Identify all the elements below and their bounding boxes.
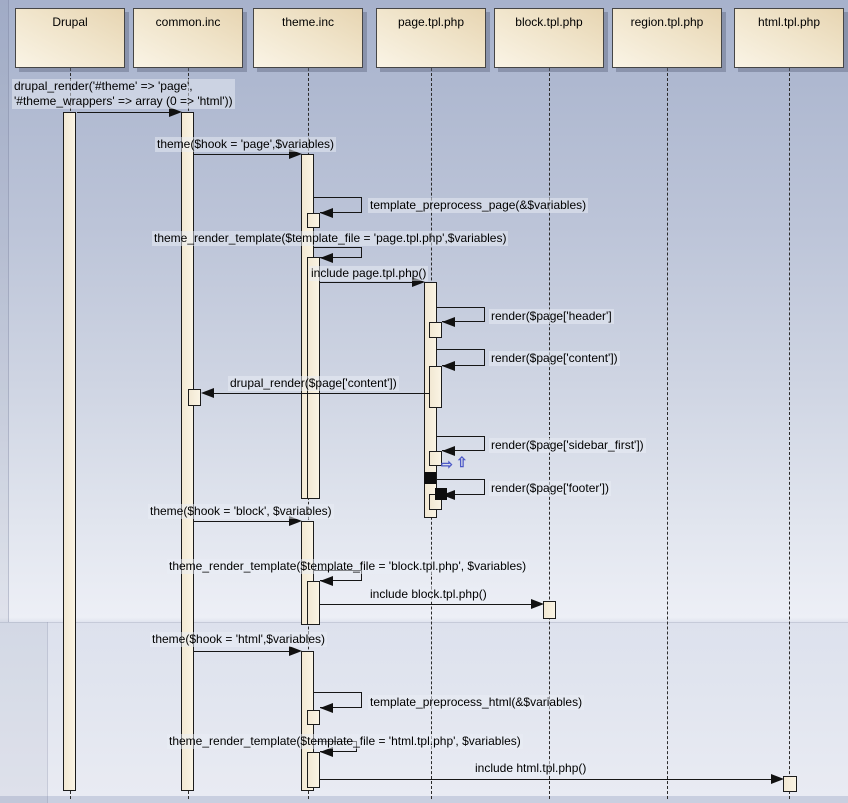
message-theme-page-label[interactable]: theme($hook = 'page',$variables) (155, 137, 337, 152)
message-drupal-render-content-line[interactable] (212, 393, 429, 394)
message-include-block-arrowhead-icon (531, 599, 544, 609)
lifeline-block-tpl-php (549, 68, 550, 799)
message-render-footer-loop[interactable] (442, 479, 485, 495)
message-include-block-line[interactable] (320, 604, 532, 605)
selection-handle[interactable] (435, 488, 447, 500)
message-include-html-arrowhead-icon (771, 774, 784, 784)
lifeline-title-block-tpl-php: block.tpl.php (515, 15, 583, 29)
message-render-sidebar-first-loop[interactable] (442, 436, 485, 451)
message-drupal-render-page-label[interactable]: drupal_render('#theme' => 'page', '#them… (12, 79, 235, 109)
message-render-template-html-label[interactable]: theme_render_template($template_file = '… (167, 734, 523, 749)
message-drupal-render-content-label[interactable]: drupal_render($page['content']) (228, 376, 399, 391)
html-tpl-activation[interactable] (783, 776, 797, 792)
message-render-sidebar-first-arrowhead-icon (442, 446, 455, 456)
message-render-footer-loop-start (437, 479, 442, 480)
message-render-content-label[interactable]: render($page['content']) (489, 351, 620, 366)
message-render-template-page-loop-start (314, 247, 320, 248)
message-preprocess-html-arrowhead-icon (320, 703, 333, 713)
message-render-footer-arrowhead-icon (442, 490, 455, 500)
message-theme-html-arrowhead-icon (289, 646, 302, 656)
lifeline-title-html-tpl-php: html.tpl.php (757, 15, 821, 29)
message-render-header-loop[interactable] (442, 307, 485, 322)
lifeline-region-tpl-php (667, 68, 668, 799)
page-margin-left-bottom (0, 622, 48, 803)
message-render-header-label[interactable]: render($page['header'] (489, 309, 614, 324)
message-drupal-render-content-arrowhead-icon (201, 388, 214, 398)
message-drupal-render-page-arrowhead-icon (169, 107, 182, 117)
message-render-header-arrowhead-icon (442, 317, 455, 327)
lifeline-title-common-inc: common.inc (155, 15, 221, 29)
theme-preprocess-html-activation[interactable] (307, 710, 320, 725)
selection-handle[interactable] (424, 472, 436, 484)
lifeline-title-page-tpl-php: page.tpl.php (397, 15, 465, 29)
message-theme-page-line[interactable] (194, 154, 290, 155)
message-include-html-label[interactable]: include html.tpl.php() (473, 761, 589, 776)
message-include-page-label[interactable]: include page.tpl.php() (309, 266, 429, 281)
lifeline-head-page-tpl-php[interactable]: page.tpl.php (376, 8, 486, 68)
message-theme-block-arrowhead-icon (289, 516, 302, 526)
block-tpl-activation[interactable] (543, 601, 556, 619)
theme-preprocess-page-activation[interactable] (307, 213, 320, 228)
lifeline-html-tpl-php (789, 68, 790, 799)
theme-render-template-block-activation[interactable] (307, 581, 320, 625)
message-render-sidebar-first-label[interactable]: render($page['sidebar_first']) (489, 438, 646, 453)
common-activation[interactable] (181, 112, 194, 791)
lifeline-title-drupal: Drupal (52, 15, 88, 29)
message-theme-html-line[interactable] (194, 651, 290, 652)
message-theme-block-label[interactable]: theme($hook = 'block', $variables) (148, 504, 334, 519)
message-render-template-page-loop[interactable] (320, 247, 362, 258)
message-preprocess-page-loop[interactable] (320, 197, 362, 213)
message-render-template-block-label[interactable]: theme_render_template($template_file = '… (167, 559, 529, 574)
page-margin-left-top (0, 0, 9, 622)
lifeline-head-drupal[interactable]: Drupal (15, 8, 125, 68)
page-content-activation[interactable] (429, 366, 442, 408)
message-theme-html-label[interactable]: theme($hook = 'html',$variables) (150, 632, 327, 647)
message-preprocess-page-label[interactable]: template_preprocess_page(&$variables) (368, 198, 589, 213)
message-preprocess-html-label[interactable]: template_preprocess_html(&$variables) (368, 695, 585, 710)
theme-render-template-html-activation[interactable] (307, 752, 320, 788)
message-include-html-line[interactable] (320, 779, 772, 780)
message-render-footer-label[interactable]: render($page['footer']) (489, 481, 611, 496)
message-include-page-arrowhead-icon (412, 277, 425, 287)
lifeline-head-block-tpl-php[interactable]: block.tpl.php (494, 8, 604, 68)
message-include-block-label[interactable]: include block.tpl.php() (368, 587, 489, 602)
message-preprocess-page-arrowhead-icon (320, 208, 333, 218)
lifeline-head-region-tpl-php[interactable]: region.tpl.php (612, 8, 722, 68)
message-preprocess-html-loop-start (314, 692, 320, 693)
page-sidebar-first-activation[interactable] (429, 451, 442, 466)
common-drupal-render-activation[interactable] (188, 389, 201, 406)
drupal-activation[interactable] (63, 112, 76, 791)
lifeline-head-theme-inc[interactable]: theme.inc (253, 8, 363, 68)
message-drupal-render-page-line[interactable] (77, 112, 170, 113)
message-include-page-line[interactable] (320, 282, 413, 283)
quick-link-right-icon[interactable]: ⇨ (441, 456, 453, 472)
message-render-header-loop-start (437, 307, 442, 308)
page-break-line (0, 622, 848, 623)
lifeline-head-html-tpl-php[interactable]: html.tpl.php (734, 8, 844, 68)
lifeline-head-common-inc[interactable]: common.inc (133, 8, 243, 68)
message-preprocess-page-loop-start (314, 197, 320, 198)
quick-link-up-icon[interactable]: ⇧ (456, 454, 468, 470)
message-render-template-html-arrowhead-icon (320, 747, 333, 757)
message-theme-page-arrowhead-icon (289, 149, 302, 159)
lifeline-title-region-tpl-php: region.tpl.php (630, 15, 704, 29)
message-preprocess-html-loop[interactable] (320, 692, 362, 708)
lifeline-title-theme-inc: theme.inc (281, 15, 335, 29)
message-render-template-block-arrowhead-icon (320, 576, 333, 586)
message-theme-block-line[interactable] (194, 521, 290, 522)
message-render-template-page-arrowhead-icon (320, 253, 333, 263)
message-render-content-arrowhead-icon (442, 361, 455, 371)
page-edge-bottom (0, 796, 848, 803)
message-render-sidebar-first-loop-start (437, 436, 442, 437)
message-render-template-page-label[interactable]: theme_render_template($template_file = '… (152, 231, 509, 246)
message-render-content-loop[interactable] (442, 349, 485, 366)
page-header-activation[interactable] (429, 322, 442, 338)
message-render-content-loop-start (437, 349, 442, 350)
